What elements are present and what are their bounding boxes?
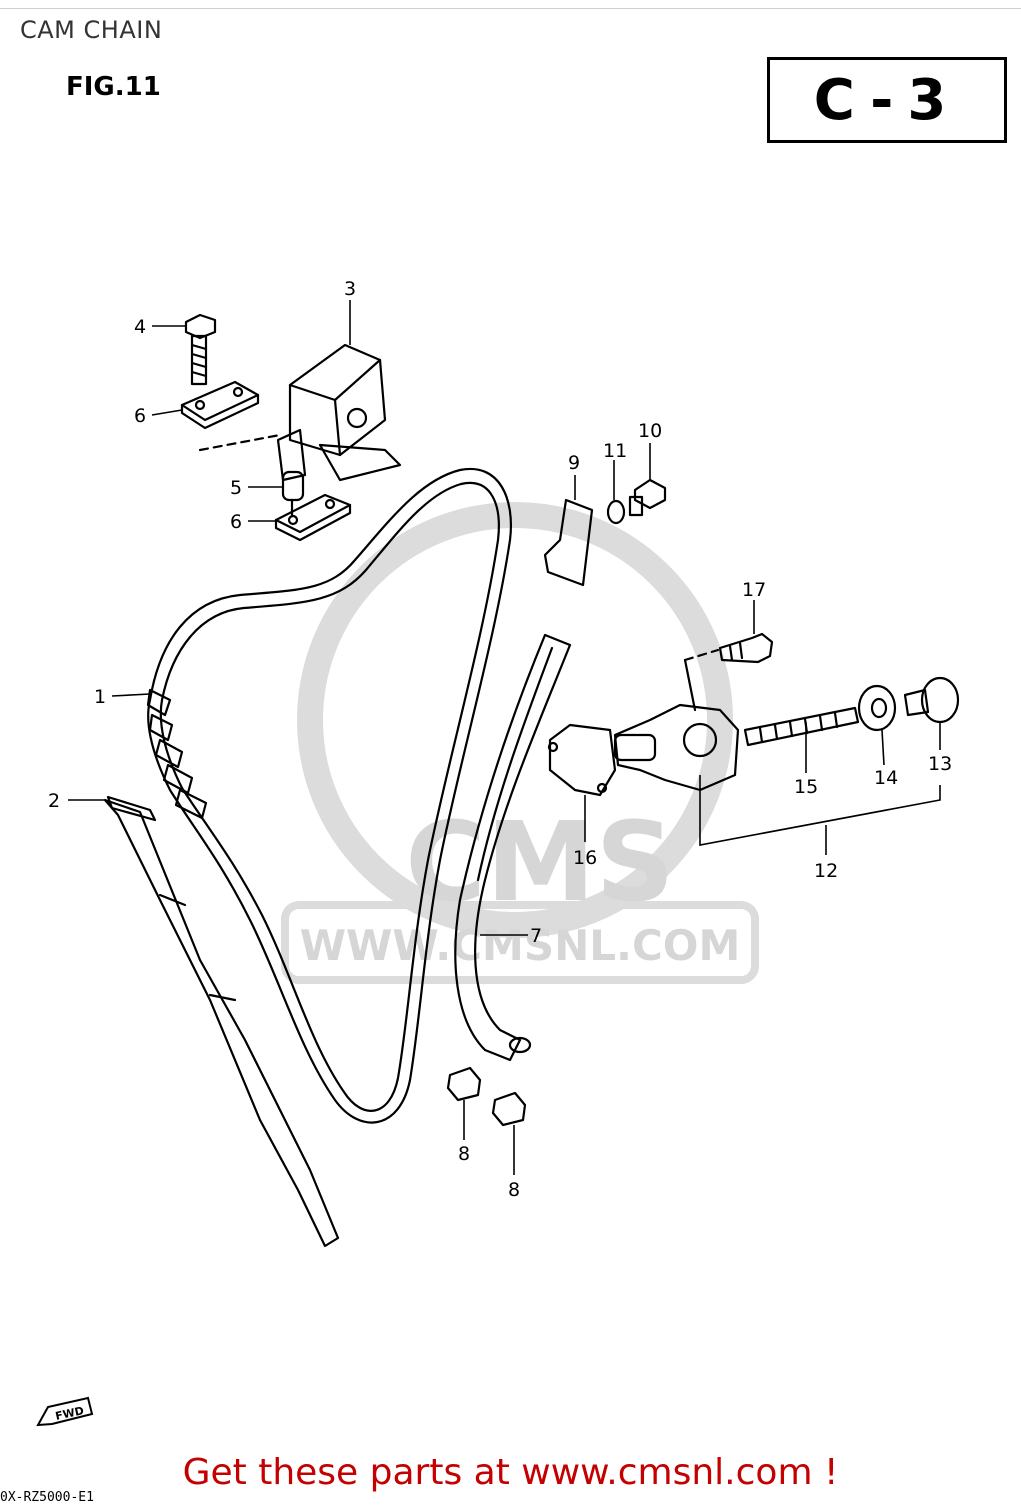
cam-chain-inner — [159, 481, 500, 1112]
callout-11: 11 — [603, 440, 627, 462]
damper-8a — [446, 1066, 482, 1102]
callout-13: 13 — [928, 753, 952, 775]
pad-9 — [543, 498, 594, 587]
chain-guide-2 — [103, 798, 340, 1248]
top-divider — [0, 8, 1021, 9]
callout-14: 14 — [874, 767, 898, 789]
watermark-url-box — [281, 901, 759, 984]
washer-14 — [857, 684, 897, 732]
chain-links-detail — [146, 688, 208, 820]
callout-12: 12 — [814, 860, 838, 882]
gasket-16 — [548, 723, 617, 797]
section-code-box: C-3 — [767, 57, 1007, 143]
callout-2: 2 — [48, 790, 60, 812]
drawing-code: 0X-RZ5000-E1 — [0, 1490, 94, 1505]
upper-guide-3 — [288, 343, 387, 457]
page-title: CAM CHAIN — [20, 16, 163, 44]
callout-17: 17 — [742, 579, 766, 601]
callout-10: 10 — [638, 420, 662, 442]
watermark: CMS WWW.CMSNL.COM — [281, 502, 759, 984]
callout-15: 15 — [794, 776, 818, 798]
callout-16: 16 — [573, 847, 597, 869]
bolt-10 — [633, 478, 667, 510]
watermark-url: WWW.CMSNL.COM — [300, 921, 741, 970]
callout-8-a: 8 — [458, 1143, 470, 1165]
callout-4: 4 — [134, 316, 146, 338]
spring-15 — [743, 706, 860, 747]
cam-chain-outer — [147, 467, 512, 1124]
footer-link[interactable]: Get these parts at www.cmsnl.com ! — [182, 1452, 839, 1493]
fwd-label: FWD — [54, 1404, 85, 1423]
callout-1: 1 — [94, 686, 106, 708]
callout-3: 3 — [344, 278, 356, 300]
callouts: 1 2 3 4 5 6 6 7 8 8 9 10 11 12 13 14 15 … — [48, 278, 952, 1201]
callout-5: 5 — [230, 477, 242, 499]
damper-8b — [491, 1091, 527, 1127]
guide-hole — [346, 407, 368, 429]
callout-7: 7 — [530, 925, 542, 947]
callout-8-b: 8 — [508, 1179, 520, 1201]
bolt-17 — [718, 632, 774, 664]
guide-pivot — [508, 1036, 532, 1054]
figure-label: FIG.11 — [66, 72, 161, 102]
plate-6-upper — [180, 380, 260, 422]
tensioner-12 — [613, 703, 740, 792]
callout-6-lower: 6 — [230, 511, 242, 533]
watermark-ring — [297, 502, 733, 938]
fwd-arrow-icon: FWD — [36, 1396, 94, 1427]
washer-11 — [606, 499, 626, 525]
callout-6-upper: 6 — [134, 405, 146, 427]
callout-9: 9 — [568, 452, 580, 474]
bolt-4 — [184, 313, 217, 386]
chain-guide-tab — [106, 795, 157, 822]
